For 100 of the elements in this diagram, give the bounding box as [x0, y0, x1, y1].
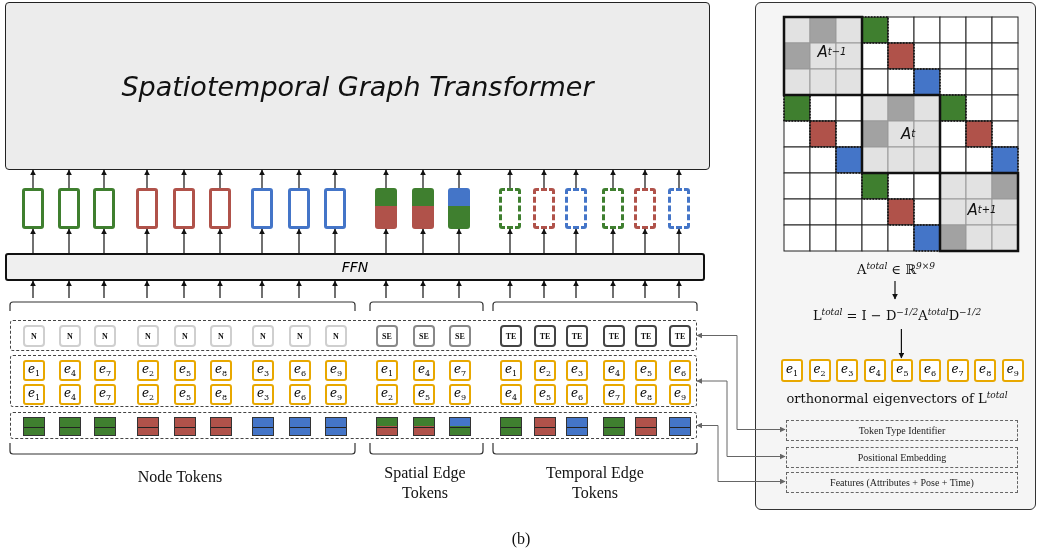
token-type-box	[94, 325, 116, 347]
token-type-label: N	[31, 331, 37, 341]
embedding-rect	[288, 188, 310, 229]
arrow	[383, 228, 389, 254]
arrow	[610, 228, 616, 254]
token-type-label: TE	[539, 331, 551, 341]
eigenvector-label: e$_{6}$	[570, 386, 584, 403]
arrow	[456, 228, 462, 254]
feature-block	[252, 417, 274, 436]
arrow	[144, 280, 150, 299]
token-type-box	[174, 325, 196, 347]
eigenvector-box	[891, 359, 914, 382]
eigenvector-box	[863, 359, 886, 382]
embedding-rect	[412, 188, 434, 229]
eigenvector-label: e$_{6}$	[293, 386, 307, 403]
embedding-rect	[375, 188, 397, 229]
token-type-box	[500, 325, 522, 347]
arrow	[217, 169, 223, 189]
eigenvector-label: e$_{3}$	[256, 362, 270, 379]
eigenvector-label: e$_{6}$	[673, 362, 687, 379]
arrow	[101, 280, 107, 299]
eigenvector-label: e$_{5}$	[178, 386, 192, 403]
token-type-label: SE	[419, 331, 429, 341]
feature-block	[534, 417, 556, 436]
arrow	[642, 280, 648, 299]
token-type-label: N	[218, 331, 224, 341]
arrow	[259, 169, 265, 189]
arrow	[507, 228, 513, 254]
arrow	[144, 169, 150, 189]
token-type-box	[376, 325, 398, 347]
arrow	[541, 280, 547, 299]
caption: (b)	[510, 529, 532, 550]
embedding-rect	[602, 188, 624, 229]
eigenvector-box	[836, 359, 859, 382]
feature-block	[669, 417, 691, 436]
legend-box-label: Features (Attributes + Pose + Time)	[830, 477, 974, 488]
arrow	[610, 280, 616, 299]
eigenvector-label: e$_{9}$	[453, 386, 467, 403]
eigenvector-label: e$_{6}$	[293, 362, 307, 379]
eigenvector-label: e$_{9}$	[329, 386, 343, 403]
arrow	[573, 228, 579, 254]
arrow	[676, 169, 682, 189]
token-type-box	[137, 325, 159, 347]
arrow	[420, 228, 426, 254]
token-type-box	[210, 325, 232, 347]
caption: Spatial Edge Tokens	[383, 463, 467, 503]
eigenvector-label: e$_{4}$	[607, 362, 621, 379]
embedding-rect	[93, 188, 115, 229]
arrow	[101, 228, 107, 254]
legend-box-label: Token Type Identifier	[858, 425, 946, 436]
arrow	[30, 169, 36, 189]
eigenvector-label: e$_{1}$	[785, 362, 799, 379]
token-type-box	[59, 325, 81, 347]
arrow	[66, 228, 72, 254]
token-type-label: N	[333, 331, 339, 341]
arrow	[642, 169, 648, 189]
eigenvector-label: e$_{9}$	[329, 362, 343, 379]
arrow	[456, 169, 462, 189]
eigenvector-label: e$_{1}$	[380, 362, 394, 379]
arrow	[181, 228, 187, 254]
caption: Node Tokens	[136, 467, 224, 487]
legend-box	[786, 420, 1018, 441]
eigenvector-label: e$_{2}$	[380, 386, 394, 403]
eigenvector-label: e$_{2}$	[813, 362, 826, 379]
legend-box	[786, 472, 1018, 493]
embedding-rect	[251, 188, 273, 229]
ffn-box	[5, 253, 705, 281]
feature-block	[325, 417, 347, 436]
arrow	[101, 169, 107, 189]
arrow	[696, 332, 786, 433]
embedding-rect	[448, 188, 470, 229]
arrow	[898, 328, 905, 359]
token-row-box	[10, 320, 697, 351]
eigenvector-box	[808, 359, 831, 382]
token-type-label: N	[145, 331, 151, 341]
eigenvector-box	[1001, 359, 1024, 382]
token-type-box	[252, 325, 274, 347]
token-type-label: SE	[455, 331, 465, 341]
token-type-label: TE	[571, 331, 583, 341]
arrow	[332, 228, 338, 254]
eigenvector-label: e$_{8}$	[214, 362, 228, 379]
arrow	[181, 280, 187, 299]
feature-block	[174, 417, 196, 436]
arrow	[642, 228, 648, 254]
eigenvector-label: e$_{4}$	[504, 386, 518, 403]
feature-block	[137, 417, 159, 436]
token-type-label: N	[182, 331, 188, 341]
arrow	[541, 169, 547, 189]
formula: A$^{total}$ ∈ ℝ$^{9×9}$	[857, 260, 935, 278]
feature-block	[635, 417, 657, 436]
token-type-box	[289, 325, 311, 347]
feature-block	[23, 417, 45, 436]
eigenvector-label: e$_{3}$	[256, 386, 270, 403]
embedding-rect	[324, 188, 346, 229]
arrow	[610, 169, 616, 189]
eigenvector-label: e$_{8}$	[214, 386, 228, 403]
arrow	[332, 169, 338, 189]
arrow	[507, 280, 513, 299]
eigenvector-label: e$_{8}$	[979, 362, 992, 379]
arrow	[541, 228, 547, 254]
